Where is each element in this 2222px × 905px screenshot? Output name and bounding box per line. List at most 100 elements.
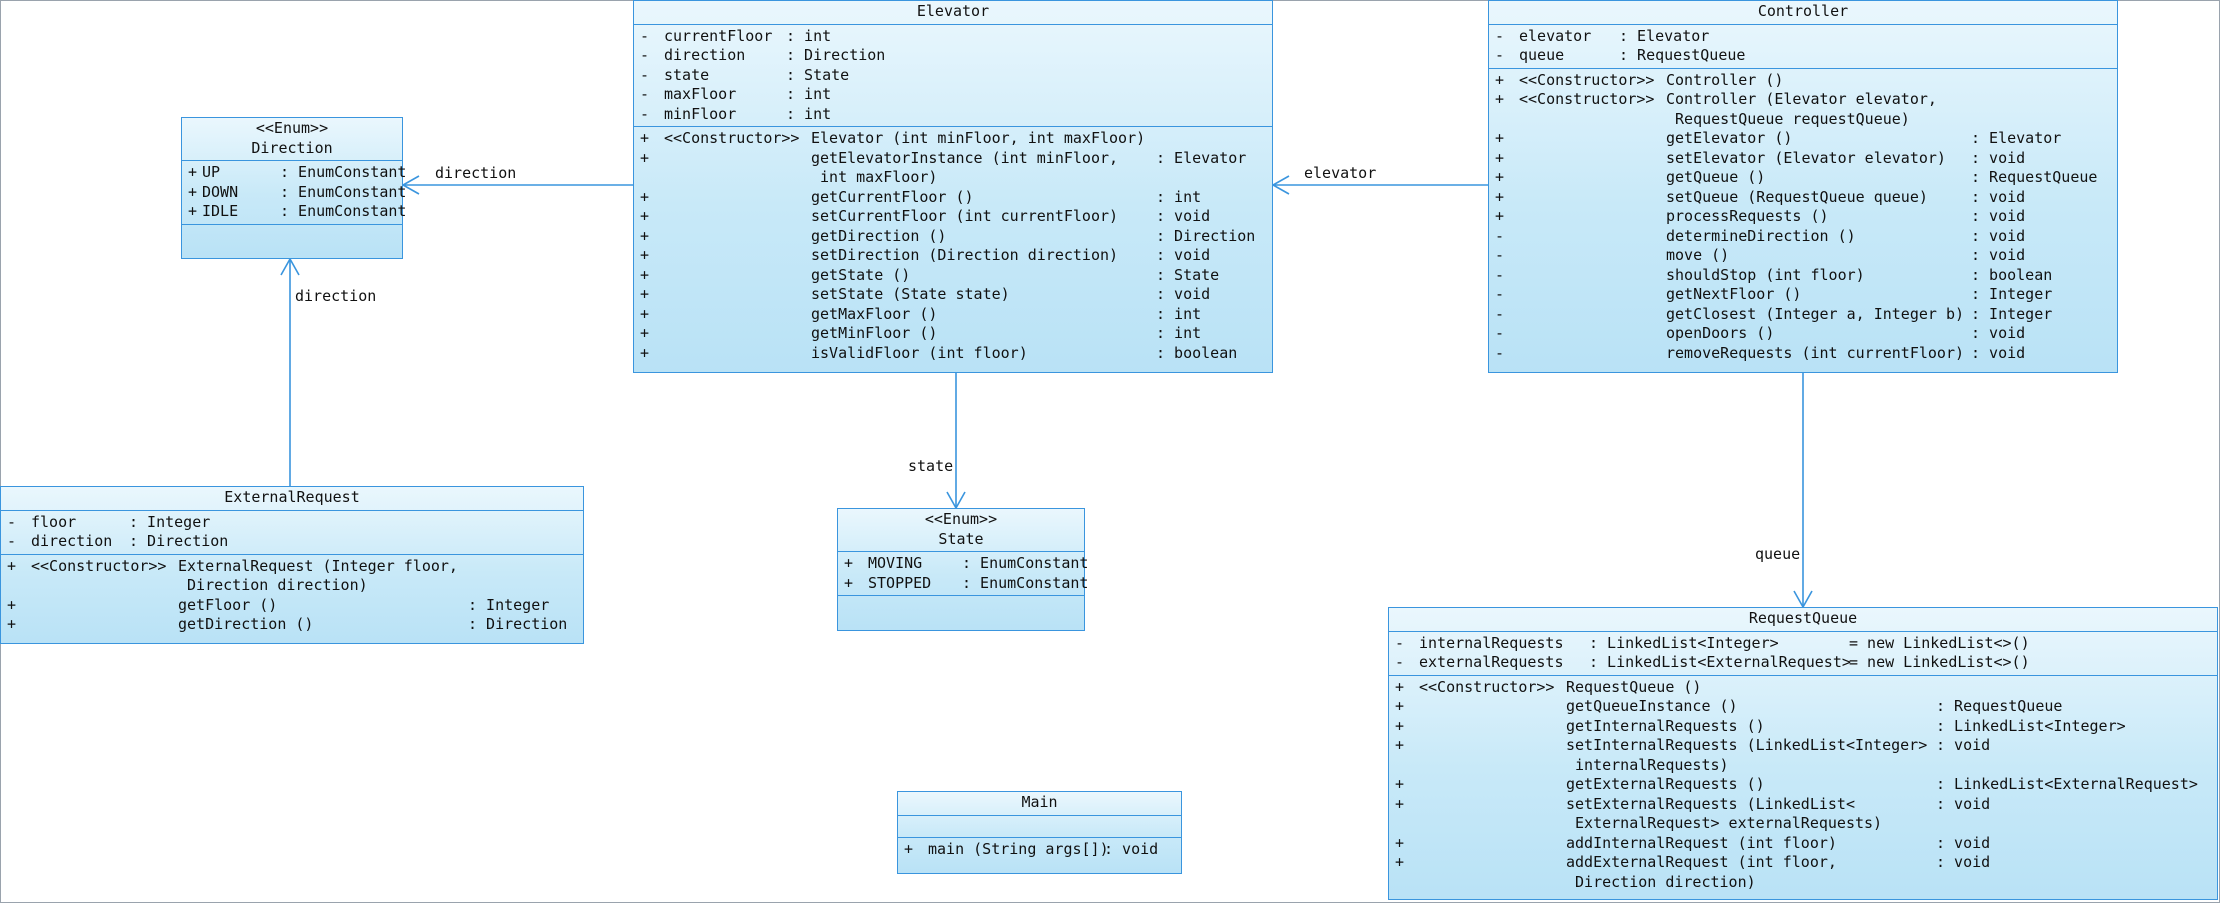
return-type [1936,678,2211,698]
class-box-external-request[interactable]: ExternalRequest -floor: Integer-directio… [0,486,584,644]
attribute-type: : EnumConstant [962,573,1089,592]
operation-row[interactable]: +isValidFloor (int floor): boolean [640,344,1266,364]
attribute-row[interactable]: +MOVING: EnumConstant [844,554,1088,574]
operation-row[interactable]: +getElevatorInstance (int minFloor,: Ele… [640,149,1266,169]
operation-row[interactable]: +getCurrentFloor (): int [640,188,1266,208]
operation-row[interactable]: -determineDirection (): void [1495,227,2111,247]
operation-continuation[interactable]: RequestQueue requestQueue) [1495,110,2111,130]
class-box-direction[interactable]: <<Enum>> Direction +UP: EnumConstant+DOW… [181,117,406,259]
visibility-marker: - [1495,265,1505,284]
operation-row[interactable]: +<<Constructor>>ExternalRequest (Integer… [7,557,577,577]
return-type: : void [1936,736,1991,754]
operation-row[interactable]: +getMaxFloor (): int [640,305,1266,325]
operation-row[interactable]: +getMinFloor (): int [640,324,1266,344]
attribute-row[interactable]: -elevator: Elevator [1495,27,2111,47]
stereotype [664,188,811,208]
visibility-marker [7,576,31,596]
operation-row[interactable]: -getNextFloor (): Integer [1495,285,2111,305]
operation-signature: processRequests () [1666,207,1829,225]
operation-row[interactable]: +<<Constructor>>Elevator (int minFloor, … [640,129,1266,149]
stereotype [1419,756,1566,776]
operation-row[interactable]: +main (String args[]): void [904,840,1175,860]
operation-row[interactable]: +getDirection (): Direction [7,615,577,635]
attribute-row[interactable]: +DOWN: EnumConstant [188,183,406,203]
operation-row[interactable]: +setQueue (RequestQueue queue): void [1495,188,2111,208]
operation-row[interactable]: +getState (): State [640,266,1266,286]
operations-compartment: +<<Constructor>>RequestQueue ()+getQueue… [1389,676,2217,895]
operation-row[interactable]: +getFloor (): Integer [7,596,577,616]
stereotype [1519,149,1666,169]
visibility-marker [1495,110,1519,130]
operation-row[interactable]: +getElevator (): Elevator [1495,129,2111,149]
operation-row[interactable]: +getQueue (): RequestQueue [1495,168,2111,188]
visibility-marker: + [1395,775,1405,793]
operation-signature: getNextFloor () [1666,285,1802,303]
operation-row[interactable]: +setState (State state): void [640,285,1266,305]
operation-continuation[interactable]: ExternalRequest> externalRequests) [1395,814,2211,834]
attribute-row[interactable]: -direction: Direction [640,46,1266,66]
operation-row[interactable]: -shouldStop (int floor): boolean [1495,266,2111,286]
operation-row[interactable]: +getExternalRequests (): LinkedList<Exte… [1395,775,2211,795]
attributes-compartment: -floor: Integer-direction: Direction [1,511,583,555]
operation-signature: setQueue (RequestQueue queue) [1666,187,1928,206]
attribute-row[interactable]: -maxFloor: int [640,85,1266,105]
operation-continuation[interactable]: Direction direction) [1395,873,2211,893]
attribute-type: : LinkedList<Integer> [1589,633,1779,652]
operation-row[interactable]: +setDirection (Direction direction): voi… [640,246,1266,266]
operation-continuation[interactable]: Direction direction) [7,576,577,596]
operation-row[interactable]: +processRequests (): void [1495,207,2111,227]
operations-compartment: +<<Constructor>>Controller ()+<<Construc… [1489,69,2117,366]
operation-signature: getClosest (Integer a, Integer b) [1666,304,1965,323]
operation-continuation[interactable]: int maxFloor) [640,168,1266,188]
visibility-marker: + [188,202,198,220]
operation-row[interactable]: -removeRequests (int currentFloor): void [1495,344,2111,364]
stereotype [664,285,811,305]
class-box-state[interactable]: <<Enum>> State +MOVING: EnumConstant+STO… [837,508,1088,631]
operation-row[interactable]: +setExternalRequests (LinkedList<: void [1395,795,2211,815]
class-name: Main [1021,793,1058,811]
attribute-row[interactable]: +STOPPED: EnumConstant [844,574,1088,594]
operation-row[interactable]: +addExternalRequest (int floor,: void [1395,853,2211,873]
operation-signature: getElevator () [1666,129,1793,147]
stereotype [1419,873,1566,893]
operation-signature: setDirection (Direction direction) [811,246,1119,264]
stereotype [1519,344,1666,364]
operation-row[interactable]: -getClosest (Integer a, Integer b): Inte… [1495,305,2111,325]
operation-row[interactable]: -move (): void [1495,246,2111,266]
attribute-row[interactable]: -externalRequests: LinkedList<ExternalRe… [1395,653,2211,673]
attribute-row[interactable]: +IDLE: EnumConstant [188,202,406,222]
operation-row[interactable]: +<<Constructor>>Controller () [1495,71,2111,91]
stereotype: <<Constructor>> [664,129,800,147]
attribute-name: MOVING [868,554,923,572]
attribute-row[interactable]: -direction: Direction [7,532,577,552]
attribute-row[interactable]: +UP: EnumConstant [188,163,406,183]
attribute-row[interactable]: -state: State [640,66,1266,86]
operation-row[interactable]: -openDoors (): void [1495,324,2111,344]
class-box-main[interactable]: Main +main (String args[]): void [897,791,1182,874]
operation-row[interactable]: +getQueueInstance (): RequestQueue [1395,697,2211,717]
class-box-controller[interactable]: Controller -elevator: Elevator-queue: Re… [1488,0,2118,373]
attribute-row[interactable]: -floor: Integer [7,513,577,533]
return-type [1936,873,2211,893]
attribute-row[interactable]: -internalRequests: LinkedList<Integer>= … [1395,634,2211,654]
operation-row[interactable]: +getInternalRequests (): LinkedList<Inte… [1395,717,2211,737]
operation-continuation[interactable]: internalRequests) [1395,756,2211,776]
stereotype [664,207,811,227]
return-type: : void [1104,839,1159,858]
operation-row[interactable]: +setElevator (Elevator elevator): void [1495,149,2111,169]
attribute-type: : int [786,26,832,45]
operation-row[interactable]: +addInternalRequest (int floor): void [1395,834,2211,854]
operation-row[interactable]: +<<Constructor>>RequestQueue () [1395,678,2211,698]
attribute-row[interactable]: -currentFloor: int [640,27,1266,47]
operation-row[interactable]: +setInternalRequests (LinkedList<Integer… [1395,736,2211,756]
attribute-row[interactable]: -minFloor: int [640,105,1266,125]
operation-signature: getInternalRequests () [1566,716,1765,735]
return-type [1156,168,1266,188]
operation-row[interactable]: +getDirection (): Direction [640,227,1266,247]
class-box-request-queue[interactable]: RequestQueue -internalRequests: LinkedLi… [1388,607,2218,900]
attribute-row[interactable]: -queue: RequestQueue [1495,46,2111,66]
operation-row[interactable]: +setCurrentFloor (int currentFloor): voi… [640,207,1266,227]
class-box-elevator[interactable]: Elevator -currentFloor: int-direction: D… [633,0,1273,373]
operation-row[interactable]: +<<Constructor>>Controller (Elevator ele… [1495,90,2111,110]
